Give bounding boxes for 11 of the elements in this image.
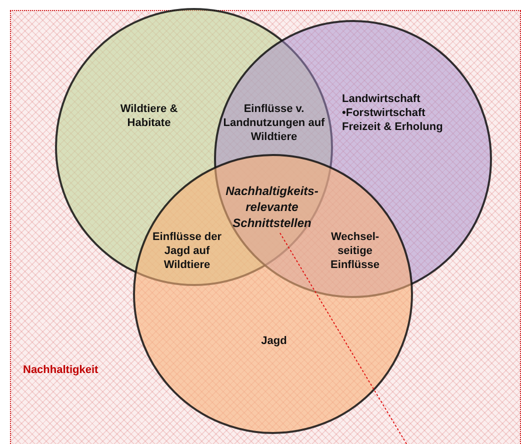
circle-label: Wildtiere & Habitate <box>119 102 179 130</box>
venn-circle <box>133 154 413 434</box>
intersection-label: Wechsel- seitige Einflüsse <box>322 230 388 272</box>
circle-label: Jagd <box>260 334 288 348</box>
frame-label: Nachhaltigkeit <box>23 363 100 377</box>
leader-line <box>280 232 408 444</box>
intersection-label: Einflüsse v. Landnutzungen auf Wildtiere <box>218 102 330 144</box>
circle-label: Landwirtschaft •Forstwirtschaft Freizeit & Erholung <box>342 92 444 134</box>
intersection-label: Einflüsse der Jagd auf Wildtiere <box>145 230 229 272</box>
intersection-label: Nachhaltigkeits- relevante Schnittstellen <box>212 183 332 231</box>
frame-box <box>10 10 521 444</box>
